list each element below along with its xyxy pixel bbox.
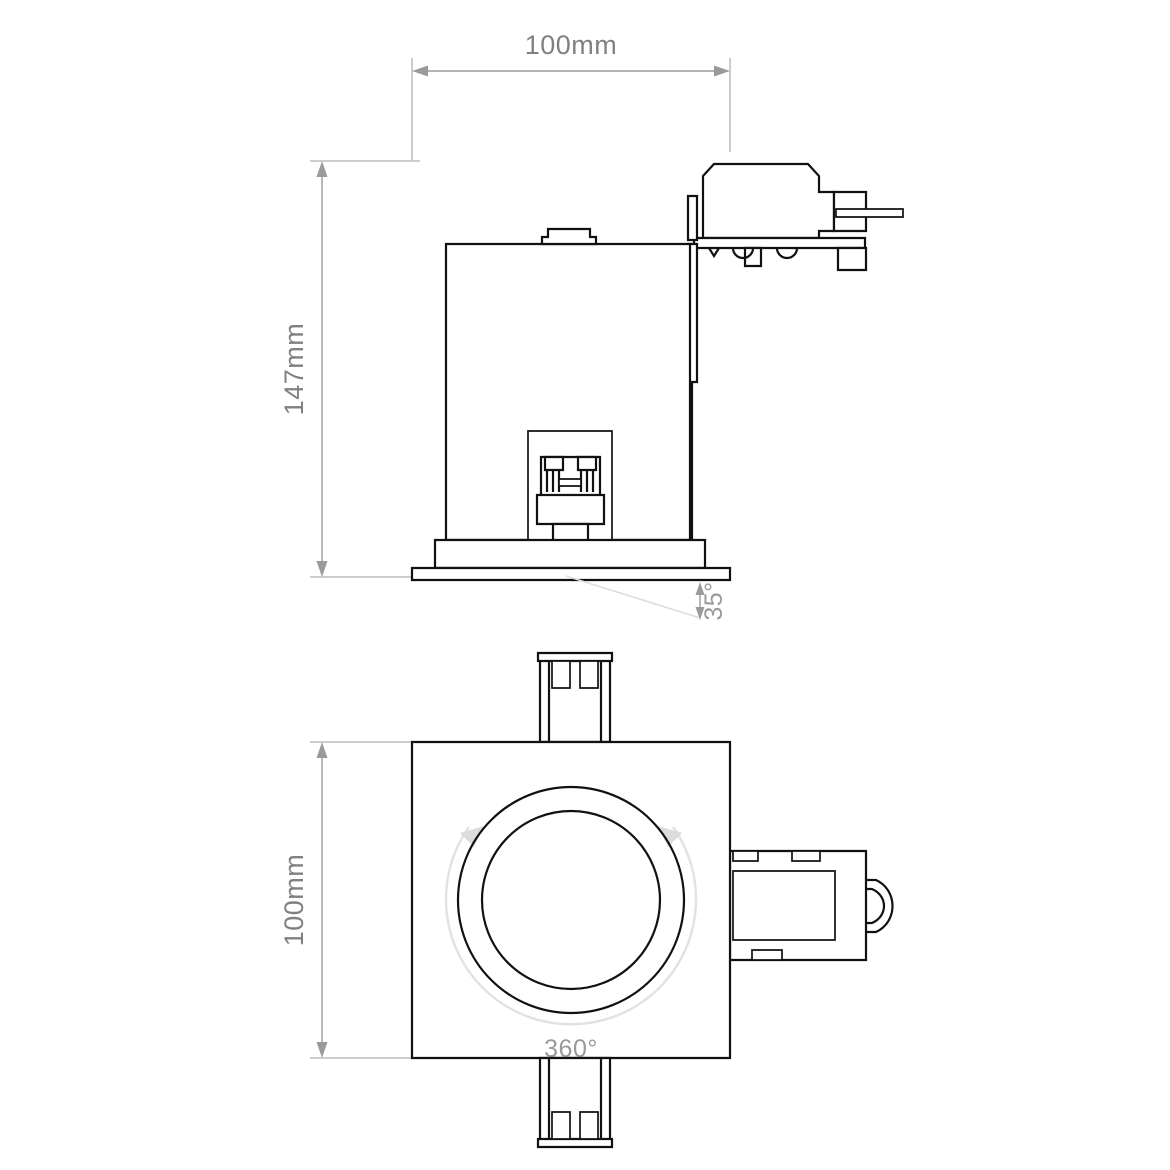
spring-clip-bottom-body <box>538 1056 612 1146</box>
junction-box-plan-tab-top-right <box>791 850 821 862</box>
spring-clip-top-slot-right <box>579 660 599 689</box>
junction-box-plan-lid <box>732 870 836 941</box>
tilt-arrowhead-up-icon <box>695 582 705 595</box>
junction-box-tab <box>743 246 763 268</box>
bezel-face-plate <box>410 566 732 582</box>
junction-box-base-strip <box>692 236 867 250</box>
arrowhead-top-icon <box>316 742 328 758</box>
junction-box-plan <box>728 849 894 962</box>
lamp-housing <box>444 227 692 542</box>
junction-box-body <box>701 162 836 240</box>
spring-clip-top <box>536 651 614 744</box>
dimension-height-147mm: 147mm <box>279 160 420 578</box>
arrowhead-bottom-icon <box>316 1042 328 1058</box>
arrowhead-left-icon <box>412 65 428 77</box>
spring-clip-bottom-cap <box>536 1137 614 1149</box>
tilt-arrowhead-down-icon <box>695 607 705 620</box>
cable-gland-loop-inner <box>866 887 886 925</box>
lampholder-left-clip <box>543 455 565 472</box>
rotation-arc <box>444 826 698 1026</box>
knockout-right-icon <box>775 247 799 260</box>
junction-box-plan-tab-top-left <box>732 850 759 862</box>
dimension-label-plan-width: 100mm <box>279 854 309 947</box>
lampholder-collar <box>535 493 606 526</box>
side-elevation: 100mm 147mm <box>279 30 904 621</box>
arrowhead-right-icon <box>714 65 730 77</box>
knockout-left-icon <box>731 247 755 260</box>
ceiling-bezel-plate <box>410 538 732 582</box>
dimension-label-height: 147mm <box>279 323 309 416</box>
gu10-lampholder <box>527 430 613 558</box>
aperture-outer-ring <box>456 785 686 1015</box>
plan-view: 100mm <box>279 651 894 1149</box>
bezel-riser <box>433 538 707 570</box>
cable-gland-loop <box>866 878 894 934</box>
arrowhead-bottom-icon <box>316 561 328 577</box>
rotation-arrow-right-icon <box>658 826 682 847</box>
bezel-frame-outline <box>410 740 732 1060</box>
spring-clip-bottom-slot-left <box>551 1111 571 1140</box>
bracket-upper-leg <box>686 194 699 242</box>
dimension-plan-100mm: 100mm <box>279 741 418 1059</box>
spring-clip-bottom-slot-right <box>579 1111 599 1140</box>
spring-clip-bottom <box>536 1056 614 1149</box>
annotation-tilt-35deg: 35° <box>565 575 728 621</box>
aperture-inner-ring <box>480 809 662 991</box>
dimension-label-width: 100mm <box>525 30 618 60</box>
dimension-width-100mm: 100mm <box>411 30 731 160</box>
spring-clip-top-cap <box>536 651 614 663</box>
housing-top-tab <box>540 227 598 246</box>
junction-box <box>692 162 904 272</box>
cable-gland-retainer <box>836 246 868 272</box>
lampholder-right-clip <box>576 455 598 472</box>
spring-clip-top-body <box>538 654 612 744</box>
lampholder-crossbar <box>558 478 582 487</box>
aperture-rings <box>456 785 686 1015</box>
junction-box-notch-icon <box>708 247 720 259</box>
arrowhead-top-icon <box>316 161 328 177</box>
spring-clip-top-slot-left <box>551 660 571 689</box>
tilt-leader-line <box>565 575 701 619</box>
rotation-arrow-left-icon <box>460 826 484 847</box>
tilt-label: 35° <box>700 581 728 620</box>
junction-box-plan-tab-bottom <box>751 949 783 961</box>
bezel-square-frame <box>410 740 732 1060</box>
cable-stub <box>835 208 904 218</box>
